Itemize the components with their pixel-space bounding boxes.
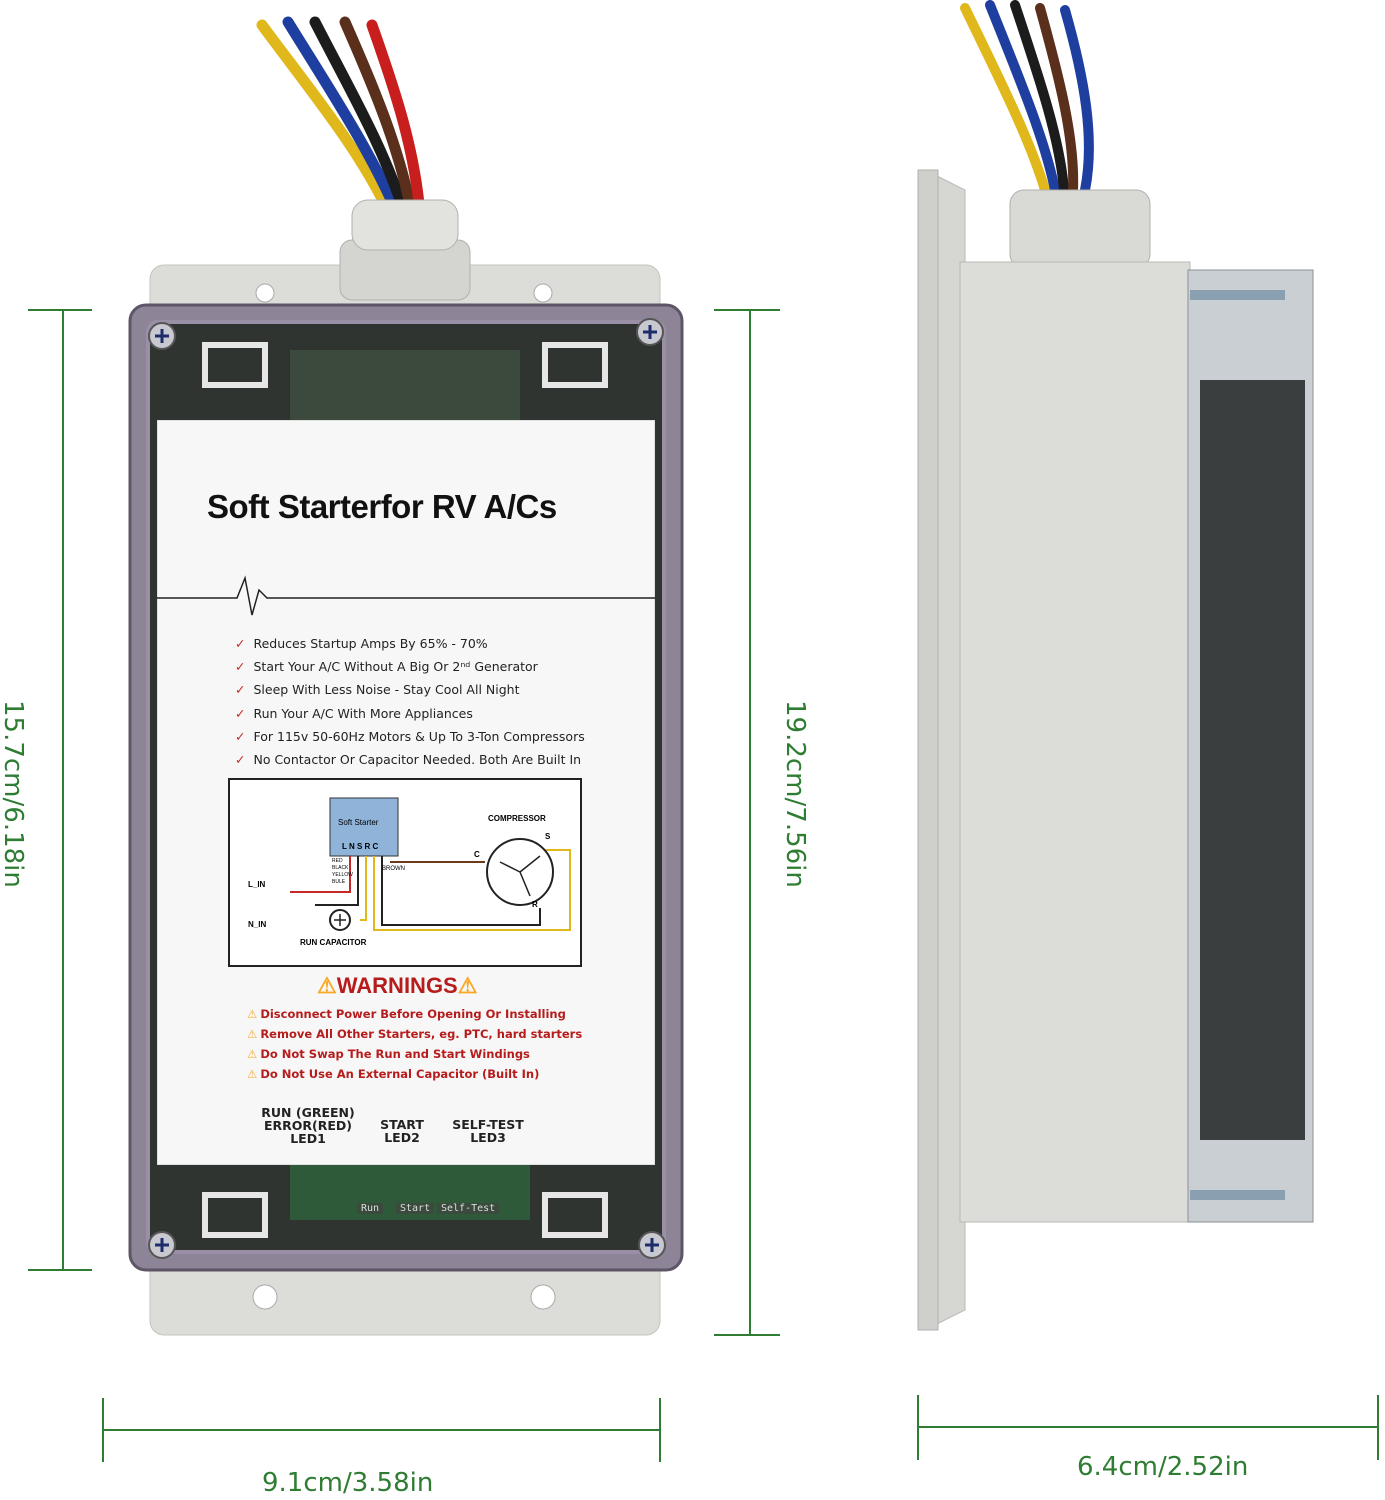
- diagram-run-capacitor-label: RUN CAPACITOR: [300, 938, 367, 947]
- product-label-card: Soft Starterfor RV A/Cs ✓Reduces Startup…: [157, 420, 655, 1165]
- diagram-brown-label: BROWN: [382, 866, 405, 872]
- pcb-self-test-label: Self-Test: [437, 1203, 500, 1214]
- front-width-dimension: [102, 1398, 661, 1462]
- diagram-red-label: RED: [332, 858, 343, 864]
- warning-icon: ⚠: [247, 1027, 258, 1041]
- check-icon: ✓: [235, 728, 246, 744]
- feature-item: ✓Reduces Startup Amps By 65% - 70%: [235, 636, 488, 651]
- front-height-label: 15.7cm/6.18in: [0, 700, 28, 888]
- diagram-blue-label: BULE: [332, 879, 346, 885]
- side-view-graphics: [714, 0, 1379, 1460]
- diagram-soft-starter-label: Soft Starter: [338, 818, 379, 827]
- warning-item: ⚠Remove All Other Starters, eg. PTC, har…: [247, 1027, 583, 1041]
- led1-label: RUN (GREEN) ERROR(RED) LED1: [261, 1105, 355, 1146]
- check-icon: ✓: [235, 659, 246, 675]
- warning-item: ⚠Do Not Swap The Run and Start Windings: [247, 1047, 530, 1061]
- check-icon: ✓: [235, 636, 246, 651]
- warnings-title: ⚠WARNINGS⚠: [317, 973, 478, 998]
- warning-item: ⚠Do Not Use An External Capacitor (Built…: [247, 1067, 540, 1081]
- side-height-label: 19.2cm/7.56in: [780, 700, 810, 888]
- warning-triangle-icon: ⚠: [317, 973, 337, 998]
- diagram-black-label: BLACK: [332, 865, 349, 871]
- feature-item: ✓For 115v 50-60Hz Motors & Up To 3-Ton C…: [235, 728, 585, 744]
- warning-icon: ⚠: [247, 1067, 258, 1081]
- warning-icon: ⚠: [247, 1007, 258, 1021]
- pcb-start-label: Start: [396, 1203, 435, 1214]
- feature-item: ✓No Contactor Or Capacitor Needed. Both …: [235, 751, 582, 767]
- front-height-dimension: [28, 309, 92, 1271]
- side-height-dimension: [714, 309, 780, 1336]
- diagram-pin-s: S: [545, 832, 551, 841]
- feature-list: ✓Reduces Startup Amps By 65% - 70% ✓Star…: [235, 632, 585, 771]
- diagram-yellow-label: YELLOW: [332, 872, 353, 878]
- product-title: Soft Starterfor RV A/Cs: [207, 488, 557, 525]
- diagram-compressor-label: COMPRESSOR: [488, 814, 546, 823]
- led2-label: START LED2: [380, 1117, 424, 1145]
- pulse-line: [157, 575, 655, 616]
- front-wires: [256, 16, 426, 221]
- diagram-pin-c: C: [474, 850, 480, 859]
- warnings-list: ⚠Disconnect Power Before Opening Or Inst…: [247, 1004, 582, 1084]
- check-icon: ✓: [235, 751, 246, 767]
- led3-label: SELF-TEST LED3: [452, 1117, 524, 1145]
- pcb-run-label: Run: [357, 1203, 384, 1214]
- diagram-n-in-label: N_IN: [248, 920, 267, 929]
- feature-item: ✓Sleep With Less Noise - Stay Cool All N…: [235, 682, 520, 698]
- warning-item: ⚠Disconnect Power Before Opening Or Inst…: [247, 1007, 566, 1021]
- side-depth-label: 6.4cm/2.52in: [1077, 1452, 1249, 1482]
- diagram-l-in-label: L_IN: [248, 880, 266, 889]
- wiring-diagram: Soft Starter L N S R C COMPRESSOR RUN CA…: [228, 778, 582, 967]
- front-width-label: 9.1cm/3.58in: [262, 1468, 434, 1498]
- feature-item: ✓Run Your A/C With More Appliances: [235, 705, 473, 721]
- diagram-pin-r: R: [532, 900, 538, 909]
- warning-triangle-icon: ⚠: [457, 973, 478, 998]
- check-icon: ✓: [235, 705, 246, 721]
- warning-icon: ⚠: [247, 1047, 258, 1061]
- diagram-terminals-label: L N S R C: [342, 842, 379, 851]
- feature-item: ✓Start Your A/C Without A Big Or 2ⁿᵈ Gen…: [235, 659, 538, 675]
- side-depth-dimension: [917, 1395, 1379, 1460]
- check-icon: ✓: [235, 682, 246, 698]
